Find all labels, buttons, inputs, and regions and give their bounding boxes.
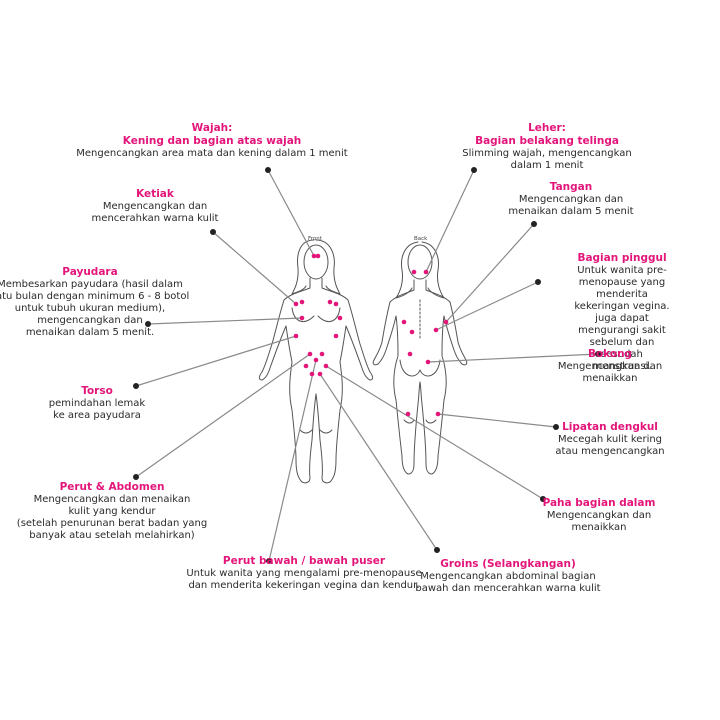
label-pinggul: Bagian pinggul Untuk wanita pre-menopaus… — [573, 252, 671, 373]
connector-payudara — [147, 317, 303, 325]
label-desc: Mengencangkan dan menaikan kulit yang ke… — [16, 494, 208, 541]
label-desc: Mengencangkan area mata dan kening dalam… — [76, 148, 348, 159]
connector-ketiak — [212, 231, 297, 305]
front-tag: Front — [308, 236, 322, 242]
back-tag: Back — [414, 236, 428, 242]
label-payudara: Payudara Membesarkan payudara (hasil dal… — [0, 266, 189, 339]
label-desc: Mengencangkan abdominal bagian bawah dan… — [415, 571, 601, 594]
label-title: Bokong — [587, 348, 633, 360]
label-groins: Groins (Selangkangan) Mengencangkan abdo… — [415, 558, 600, 595]
label-title: Tangan — [549, 181, 593, 193]
connector-tangan — [445, 223, 535, 323]
label-perut-bawah: Perut bawah / bawah puser Untuk wanita y… — [186, 555, 421, 592]
label-title: Perut bawah / bawah puser — [222, 555, 386, 567]
label-tangan: Tangan Mengencangkan dan menaikan dalam … — [508, 181, 633, 218]
anchor-dots — [133, 167, 601, 564]
label-desc: Mecegah kulit kering atau mengencangkan — [555, 434, 665, 457]
label-desc: Untuk wanita pre-menopause yang menderit… — [574, 265, 670, 372]
label-desc: Mengencangkan dan mencerahkan warna kuli… — [91, 201, 219, 224]
label-wajah: Wajah: Kening dan bagian atas wajah Meng… — [76, 122, 347, 160]
connector-perut-bawah — [268, 359, 317, 562]
connector-perut — [135, 353, 311, 478]
label-desc: Untuk wanita yang mengalami pre-menopaus… — [186, 568, 422, 591]
connector-leher — [425, 169, 475, 273]
label-paha: Paha bagian dalam Mengencangkan dan mena… — [539, 497, 660, 534]
label-perut-abdomen: Perut & Abdomen Mengencangkan dan menaik… — [17, 481, 207, 542]
label-desc: Mengencangkan dan menaikan dalam 5 menit — [508, 194, 634, 217]
label-title: Payudara — [62, 266, 118, 278]
connector-paha — [325, 365, 544, 500]
connector-bokong — [427, 353, 599, 363]
connector-lines — [135, 169, 599, 562]
label-title: Wajah: Kening dan bagian atas wajah — [122, 122, 302, 147]
label-title: Groins (Selangkangan) — [440, 558, 576, 570]
connector-torso — [135, 335, 297, 387]
label-desc: pemindahan lemak ke area payudara — [48, 398, 146, 421]
label-desc: Mengencangkan dan menaikkan — [557, 361, 663, 384]
label-title: Perut & Abdomen — [59, 481, 165, 493]
label-ketiak: Ketiak Mengencangkan dan mencerahkan war… — [92, 188, 219, 225]
application-points — [293, 253, 449, 417]
connector-groins — [319, 373, 438, 551]
back-body-figure — [372, 241, 468, 475]
label-title: Torso — [81, 385, 113, 397]
connector-wajah — [267, 169, 315, 257]
connector-dengkul — [437, 413, 557, 428]
label-desc: Membesarkan payudara (hasil dalam satu b… — [0, 279, 190, 338]
label-bokong: Bokong Mengencangkan dan menaikkan — [555, 348, 665, 385]
label-torso: Torso pemindahan lemak ke area payudara — [49, 385, 145, 422]
label-lipatan-dengkul: Lipatan dengkul Mecegah kulit kering ata… — [555, 421, 664, 458]
label-desc: Slimming wajah, mengencangkan dalam 1 me… — [462, 148, 632, 171]
label-title: Lipatan dengkul — [562, 421, 658, 433]
label-title: Bagian pinggul — [577, 252, 667, 264]
label-leher: Leher: Bagian belakang telinga Slimming … — [461, 122, 634, 172]
label-desc: Mengencangkan dan menaikkan — [546, 510, 652, 533]
front-body-figure — [258, 239, 374, 484]
label-title: Ketiak — [136, 188, 174, 200]
label-title: Leher: Bagian belakang telinga — [475, 122, 619, 147]
label-title: Paha bagian dalam — [542, 497, 656, 509]
connector-pinggul — [435, 281, 539, 331]
